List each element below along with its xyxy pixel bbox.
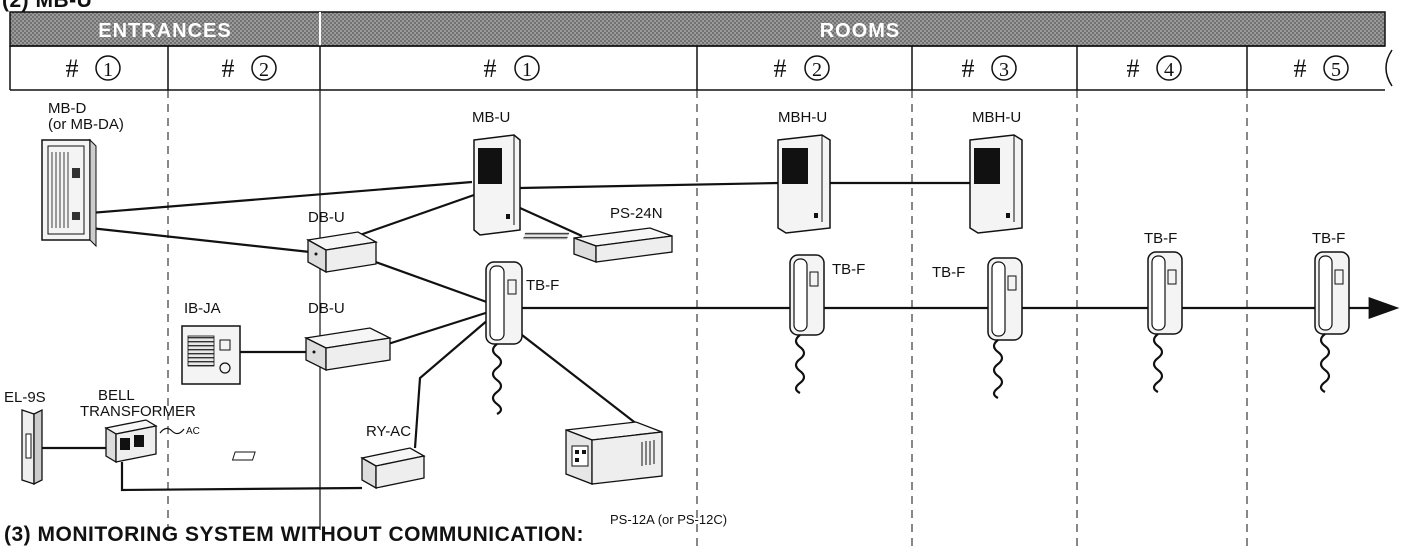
ry-ac-device (231, 447, 426, 490)
col-hash: # (66, 54, 79, 83)
col-hash: # (1294, 54, 1307, 83)
mbh-u-label-2: MBH-U (972, 109, 1021, 126)
wire-tbf1-ps12a (499, 317, 643, 429)
tb-f-handset-4 (1147, 251, 1183, 393)
ac-label: AC (186, 426, 200, 437)
header-band: ENTRANCES ROOMS (9, 11, 1386, 47)
bell-label: BELL (98, 387, 135, 404)
col-circled-number: 4 (1164, 59, 1174, 81)
entrances-header: ENTRANCES (98, 20, 231, 42)
col-circled-number: 1 (522, 59, 532, 81)
ps-12a-device (565, 421, 663, 485)
mb-d-device (41, 138, 97, 248)
tb-f-label-2: TB-F (832, 261, 865, 278)
mbh-u-device-1 (777, 134, 831, 234)
mb-u-label: MB-U (472, 109, 510, 126)
tb-f-handset-1 (485, 261, 523, 415)
ps-24n-device (522, 227, 673, 263)
col-hash: # (484, 54, 497, 83)
top-fragment-text: (2) MB-U (2, 0, 92, 12)
transformer-label: TRANSFORMER (80, 403, 196, 420)
col-hash: # (962, 54, 975, 83)
wire-mbu-mbhu1 (519, 181, 779, 190)
col-hash: # (1127, 54, 1140, 83)
col-room-1: # 1 (484, 54, 540, 83)
wire-dbu1-tbf1 (369, 258, 496, 307)
ib-ja-device (181, 325, 241, 385)
col-circled-number: 1 (103, 59, 113, 81)
col-circled-number: 3 (999, 59, 1009, 81)
col-room-5: # 5 (1294, 54, 1349, 83)
mb-d-label: MB-D (48, 100, 86, 117)
ps-24n-label: PS-24N (610, 205, 663, 222)
ps-12a-label: PS-12A (or PS-12C) (610, 512, 727, 527)
col-room-4: # 4 (1127, 54, 1182, 83)
col-circled-number: 2 (812, 59, 822, 81)
wire-ryac-tbf1 (413, 312, 497, 449)
tb-f-handset-2 (789, 254, 825, 394)
ac-lead (159, 427, 185, 435)
tb-f-label-4: TB-F (1144, 230, 1177, 247)
mb-u-device (473, 134, 521, 236)
column-dividers (167, 90, 1248, 547)
col-hash: # (222, 54, 235, 83)
tb-f-label-5: TB-F (1312, 230, 1345, 247)
mb-d-alt-label: (or MB-DA) (48, 116, 124, 133)
col-entrance-2: # 2 (222, 54, 277, 83)
col-circled-number: 5 (1331, 59, 1341, 81)
col-hash: # (774, 54, 787, 83)
rooms-header: ROOMS (820, 20, 901, 42)
el-9s-device (21, 408, 43, 486)
db-u-device-1 (306, 231, 378, 274)
ry-ac-label: RY-AC (366, 423, 411, 440)
wire-mbd-dbu1 (89, 226, 311, 254)
section-3-title: (3) MONITORING SYSTEM WITHOUT COMMUNICAT… (4, 523, 584, 546)
col-room-2: # 2 (774, 54, 830, 83)
bell-transformer-device (104, 419, 158, 464)
db-u-label-1: DB-U (308, 209, 345, 226)
column-number-row: # 1 # 2 # 1 # 2 # 3 # 4 # (9, 45, 1393, 91)
el-9s-label: EL-9S (4, 389, 46, 406)
wiring (42, 180, 1400, 492)
col-entrance-1: # 1 (66, 54, 121, 83)
ib-ja-label: IB-JA (184, 300, 221, 317)
wire-mbd-mbu (89, 180, 473, 215)
wire-transformer-ryac (120, 462, 363, 492)
col-circled-number: 2 (259, 59, 269, 81)
col-room-3: # 3 (962, 54, 1017, 83)
wire-dbu2-tbf1 (387, 308, 496, 346)
db-u-label-2: DB-U (308, 300, 345, 317)
db-u-device-2 (303, 327, 393, 372)
tb-f-handset-3 (987, 257, 1023, 399)
mbh-u-device-2 (969, 134, 1023, 234)
mbh-u-label-1: MBH-U (778, 109, 827, 126)
tb-f-label-3: TB-F (932, 264, 965, 281)
tb-f-handset-5 (1314, 251, 1350, 393)
tb-f-label-1: TB-F (526, 277, 559, 294)
